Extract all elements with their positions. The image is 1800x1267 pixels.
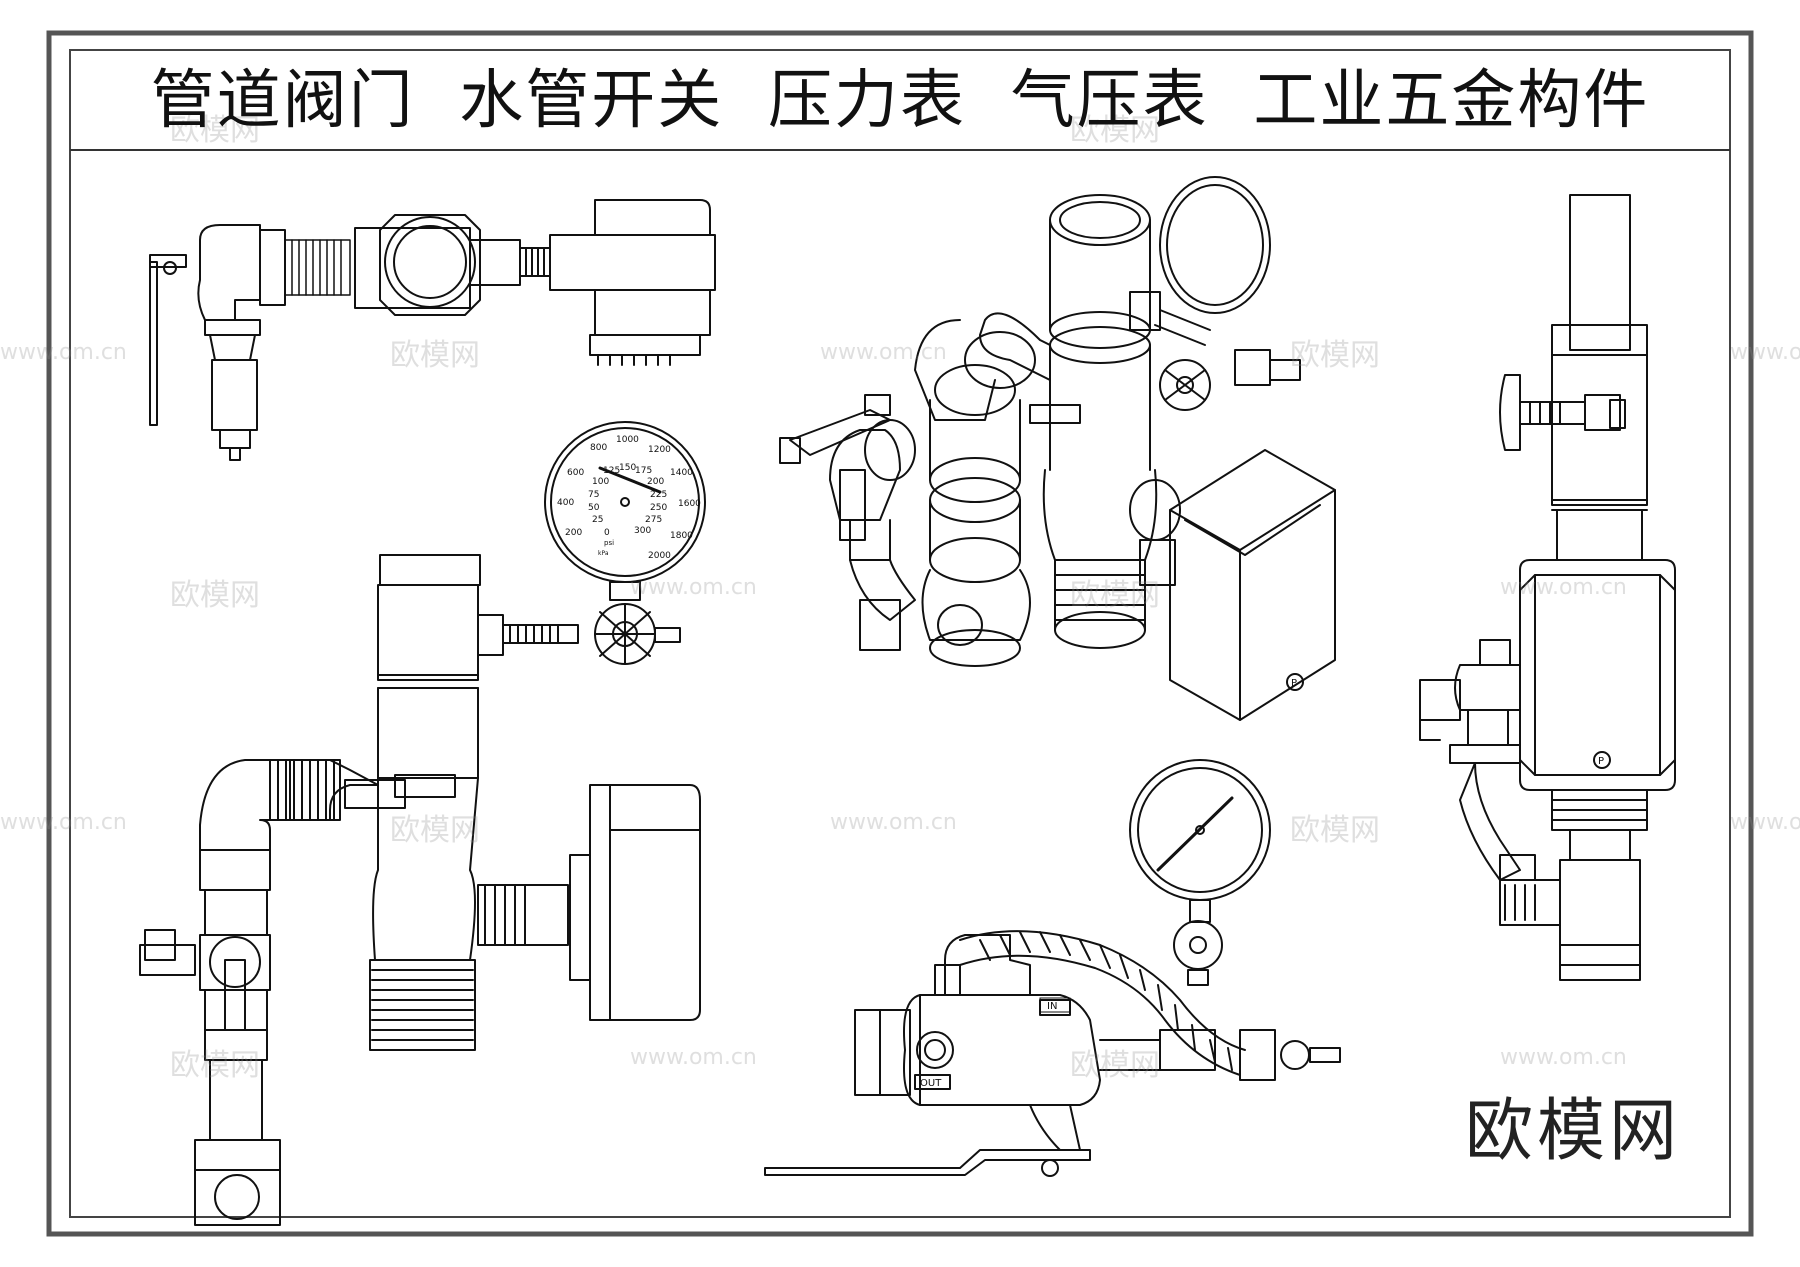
gauge-outer-1400: 1400 bbox=[670, 468, 693, 478]
inlet-label: IN bbox=[1047, 1001, 1057, 1012]
gauge-unit-kpa: kPa bbox=[598, 550, 609, 557]
gauge-inner-250: 250 bbox=[650, 503, 667, 513]
isometric-assembly bbox=[779, 176, 1336, 721]
gauge-outer-400: 400 bbox=[557, 498, 574, 508]
gauge-outer-2000: 2000 bbox=[648, 551, 671, 561]
gauge-outer-1800: 1800 bbox=[670, 531, 693, 541]
inner-frame bbox=[69, 49, 1731, 1218]
pressure-switch-mark-iso: P bbox=[1291, 678, 1297, 689]
inlet-outlet-valve bbox=[764, 759, 1341, 1177]
outlet-label-box bbox=[914, 1074, 951, 1090]
gauge-inner-125: 125 bbox=[603, 466, 620, 476]
side-view-assembly bbox=[1419, 194, 1676, 981]
gauge-inner-25: 25 bbox=[592, 515, 603, 525]
gauge-inner-175: 175 bbox=[635, 466, 652, 476]
gauge-inner-200: 200 bbox=[647, 477, 664, 487]
front-view-assembly bbox=[139, 554, 701, 1226]
gauge-outer-1600: 1600 bbox=[678, 499, 701, 509]
gauge-inner-50: 50 bbox=[588, 503, 600, 513]
inlet-label-box bbox=[1039, 997, 1071, 1013]
outer-frame bbox=[46, 30, 1754, 1237]
brand-logo: 欧模网 bbox=[1465, 1092, 1682, 1171]
gauge-inner-75: 75 bbox=[588, 490, 599, 500]
outlet-label: OUT bbox=[920, 1078, 942, 1089]
gauge-inner-100: 100 bbox=[592, 477, 609, 487]
gauge-inner-275: 275 bbox=[645, 515, 662, 525]
gauge-inner-225: 225 bbox=[650, 490, 667, 500]
gauge-inner-0: 0 bbox=[604, 528, 610, 538]
gauge-outer-1200: 1200 bbox=[648, 445, 671, 455]
gauge-outer-1000: 1000 bbox=[616, 435, 639, 445]
pressure-gauge-dial bbox=[544, 421, 706, 601]
gauge-inner-300: 300 bbox=[634, 526, 651, 536]
gauge-scale: 200 400 600 800 1000 1200 1400 1600 1800… bbox=[557, 435, 701, 561]
gauge-outer-200: 200 bbox=[565, 528, 582, 538]
gauge-outer-800: 800 bbox=[590, 443, 607, 453]
gauge-unit-psi: psi bbox=[604, 539, 614, 547]
pressure-switch-mark: P bbox=[1598, 756, 1604, 767]
page-title: 管道阀门 水管开关 压力表 气压表 工业五金构件 bbox=[150, 64, 1650, 138]
gauge-outer-600: 600 bbox=[567, 468, 584, 478]
top-view-assembly bbox=[149, 199, 716, 461]
gauge-inner-150: 150 bbox=[619, 463, 636, 473]
